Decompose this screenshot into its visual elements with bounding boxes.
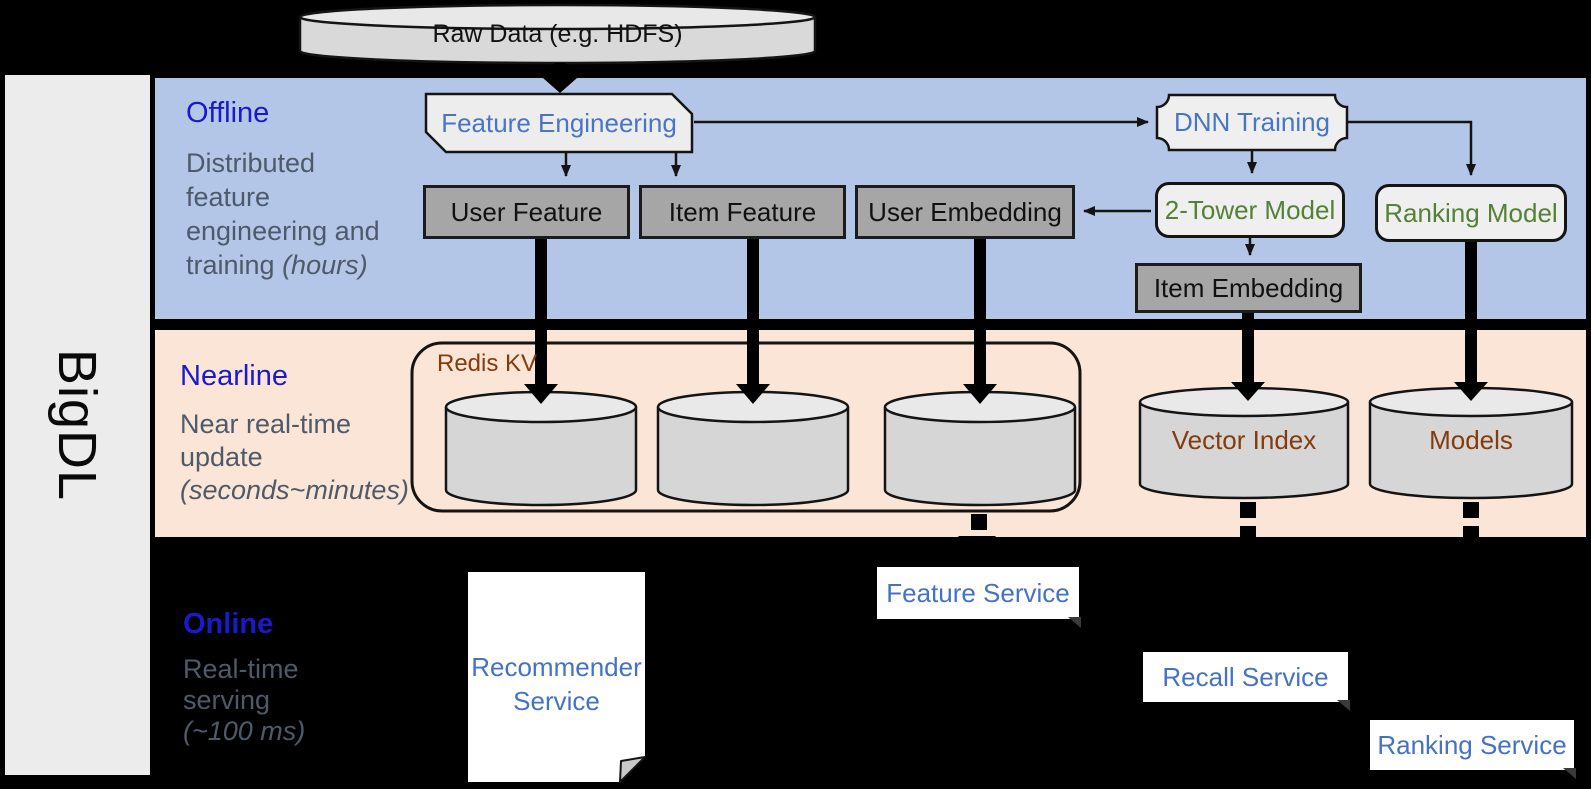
nearline-desc-line: (seconds~minutes) — [180, 475, 409, 505]
recommender-service-label: Recommender Service — [471, 652, 642, 716]
item-feature-box: Item Feature — [639, 185, 846, 239]
dnn-training-label: DNN Training — [1173, 107, 1331, 137]
user-feature-box: User Feature — [423, 185, 630, 239]
online-desc-line: Real-time — [183, 654, 299, 684]
online-section-labels: Online Real-time serving (~100 ms) — [183, 608, 305, 747]
nearline-section-labels: Nearline Near real-time update (seconds~… — [180, 360, 409, 507]
offline-section-labels: Offline Distributed feature engineering … — [186, 97, 380, 282]
bigdl-sidebar: BigDL — [5, 75, 150, 775]
vector-index-label: Vector Index — [1171, 424, 1317, 455]
two-tower-model-box: 2-Tower Model — [1155, 182, 1345, 238]
online-desc-line: (~100 ms) — [183, 716, 306, 746]
ranking-model-box: Ranking Model — [1375, 184, 1567, 242]
offline-desc-line: engineering and — [186, 216, 380, 246]
offline-desc-line: Distributed — [186, 148, 316, 178]
offline-desc-line: feature — [186, 182, 271, 212]
user-embedding-box: User Embedding — [855, 185, 1075, 239]
recall-service-box: Recall Service — [1143, 652, 1350, 711]
nearline-title: Nearline — [180, 360, 288, 392]
feature-engineering-label: Feature Engineering — [441, 107, 677, 138]
offline-desc-line: training (hours) — [186, 250, 368, 280]
nearline-desc-line: update — [180, 442, 263, 472]
models-label: Models — [1429, 424, 1513, 455]
redis-kv-label: Redis KV — [437, 350, 538, 377]
nearline-desc-line: Near real-time — [180, 409, 352, 439]
bigdl-brand-label: BigDL — [47, 348, 108, 502]
raw-data-label: Raw Data (e.g. HDFS) — [432, 19, 683, 48]
feature-service-box: Feature Service — [877, 567, 1081, 628]
ranking-service-box: Ranking Service — [1370, 720, 1576, 779]
online-desc-line: serving — [183, 685, 271, 715]
item-embedding-box: Item Embedding — [1135, 263, 1362, 313]
online-title: Online — [183, 608, 274, 640]
offline-title: Offline — [186, 97, 270, 129]
